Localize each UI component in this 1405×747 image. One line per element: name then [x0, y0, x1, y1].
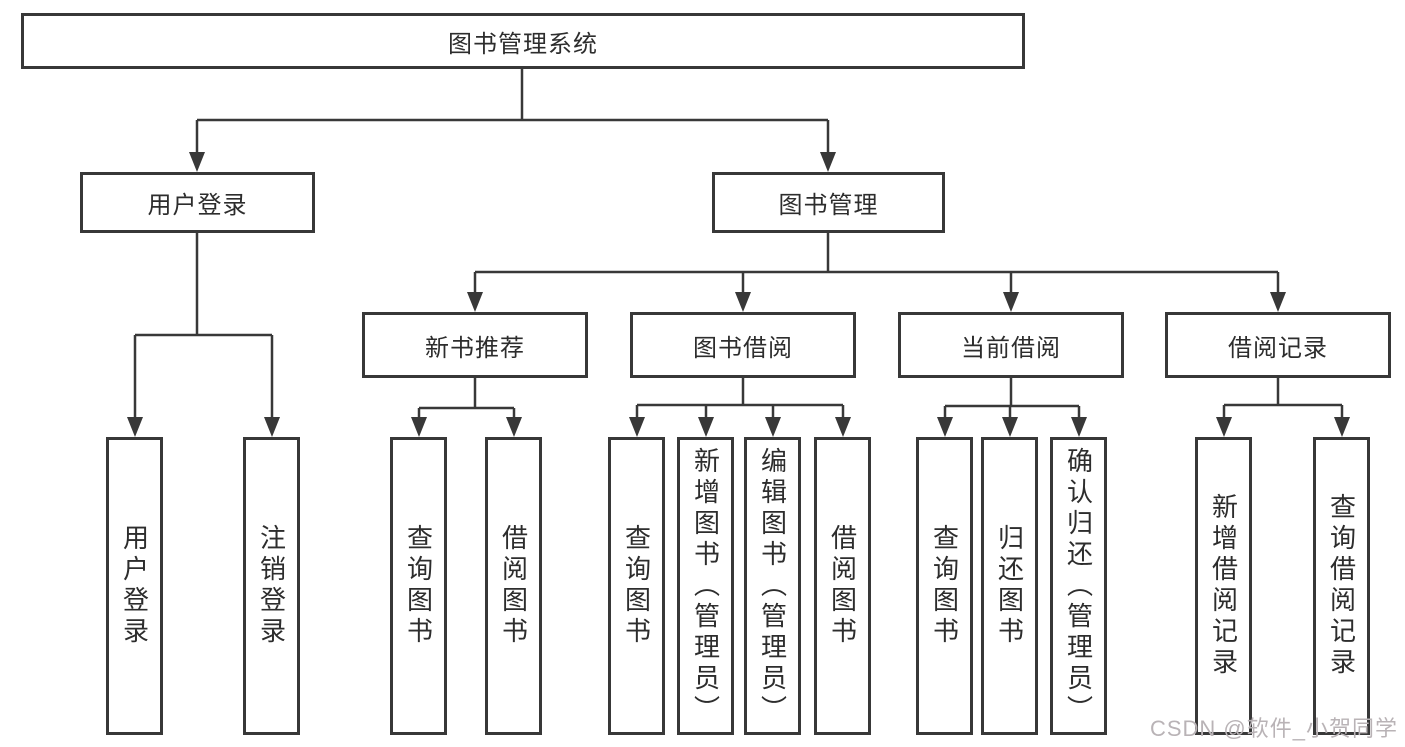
leaf-borrow-books-2-label: 借阅图书	[827, 524, 858, 648]
leaf-query-books-2-label: 查询图书	[621, 524, 652, 648]
leaf-user-login: 用户登录	[106, 437, 163, 735]
watermark-text: CSDN @软件_小贺同学	[1149, 716, 1398, 741]
node-user-login: 用户登录	[80, 172, 315, 233]
leaf-logout: 注销登录	[243, 437, 300, 735]
leaf-borrow-books: 借阅图书	[485, 437, 542, 735]
node-book-management: 图书管理	[712, 172, 945, 233]
leaf-query-books-2: 查询图书	[608, 437, 665, 735]
node-borrowing-records: 借阅记录	[1165, 312, 1391, 378]
leaf-confirm-return-admin: 确认归还（管理员）	[1050, 437, 1107, 735]
leaf-edit-books-admin: 编辑图书（管理员）	[744, 437, 801, 735]
leaf-borrow-books-label: 借阅图书	[498, 524, 529, 648]
leaf-add-books-admin: 新增图书（管理员）	[677, 437, 734, 735]
leaf-confirm-return-admin-label: 确认归还（管理员）	[1063, 446, 1094, 726]
leaf-query-books-label: 查询图书	[403, 524, 434, 648]
leaf-borrow-books-2: 借阅图书	[814, 437, 871, 735]
leaf-query-borrow-record-label: 查询借阅记录	[1326, 493, 1357, 679]
leaf-edit-books-admin-label: 编辑图书（管理员）	[757, 446, 788, 726]
leaf-return-books-label: 归还图书	[994, 524, 1025, 648]
leaf-add-books-admin-label: 新增图书（管理员）	[690, 446, 721, 726]
node-new-book-recommendation: 新书推荐	[362, 312, 588, 378]
node-current-borrowing: 当前借阅	[898, 312, 1124, 378]
leaf-add-borrow-record: 新增借阅记录	[1195, 437, 1252, 735]
leaf-query-borrow-record: 查询借阅记录	[1313, 437, 1370, 735]
leaf-query-books-3-label: 查询图书	[929, 524, 960, 648]
node-book-borrowing: 图书借阅	[630, 312, 856, 378]
leaf-return-books: 归还图书	[981, 437, 1038, 735]
leaf-query-books: 查询图书	[390, 437, 447, 735]
leaf-query-books-3: 查询图书	[916, 437, 973, 735]
node-library-management-system: 图书管理系统	[21, 13, 1025, 69]
leaf-logout-label: 注销登录	[256, 524, 287, 648]
leaf-add-borrow-record-label: 新增借阅记录	[1208, 493, 1239, 679]
leaf-user-login-label: 用户登录	[119, 524, 150, 648]
